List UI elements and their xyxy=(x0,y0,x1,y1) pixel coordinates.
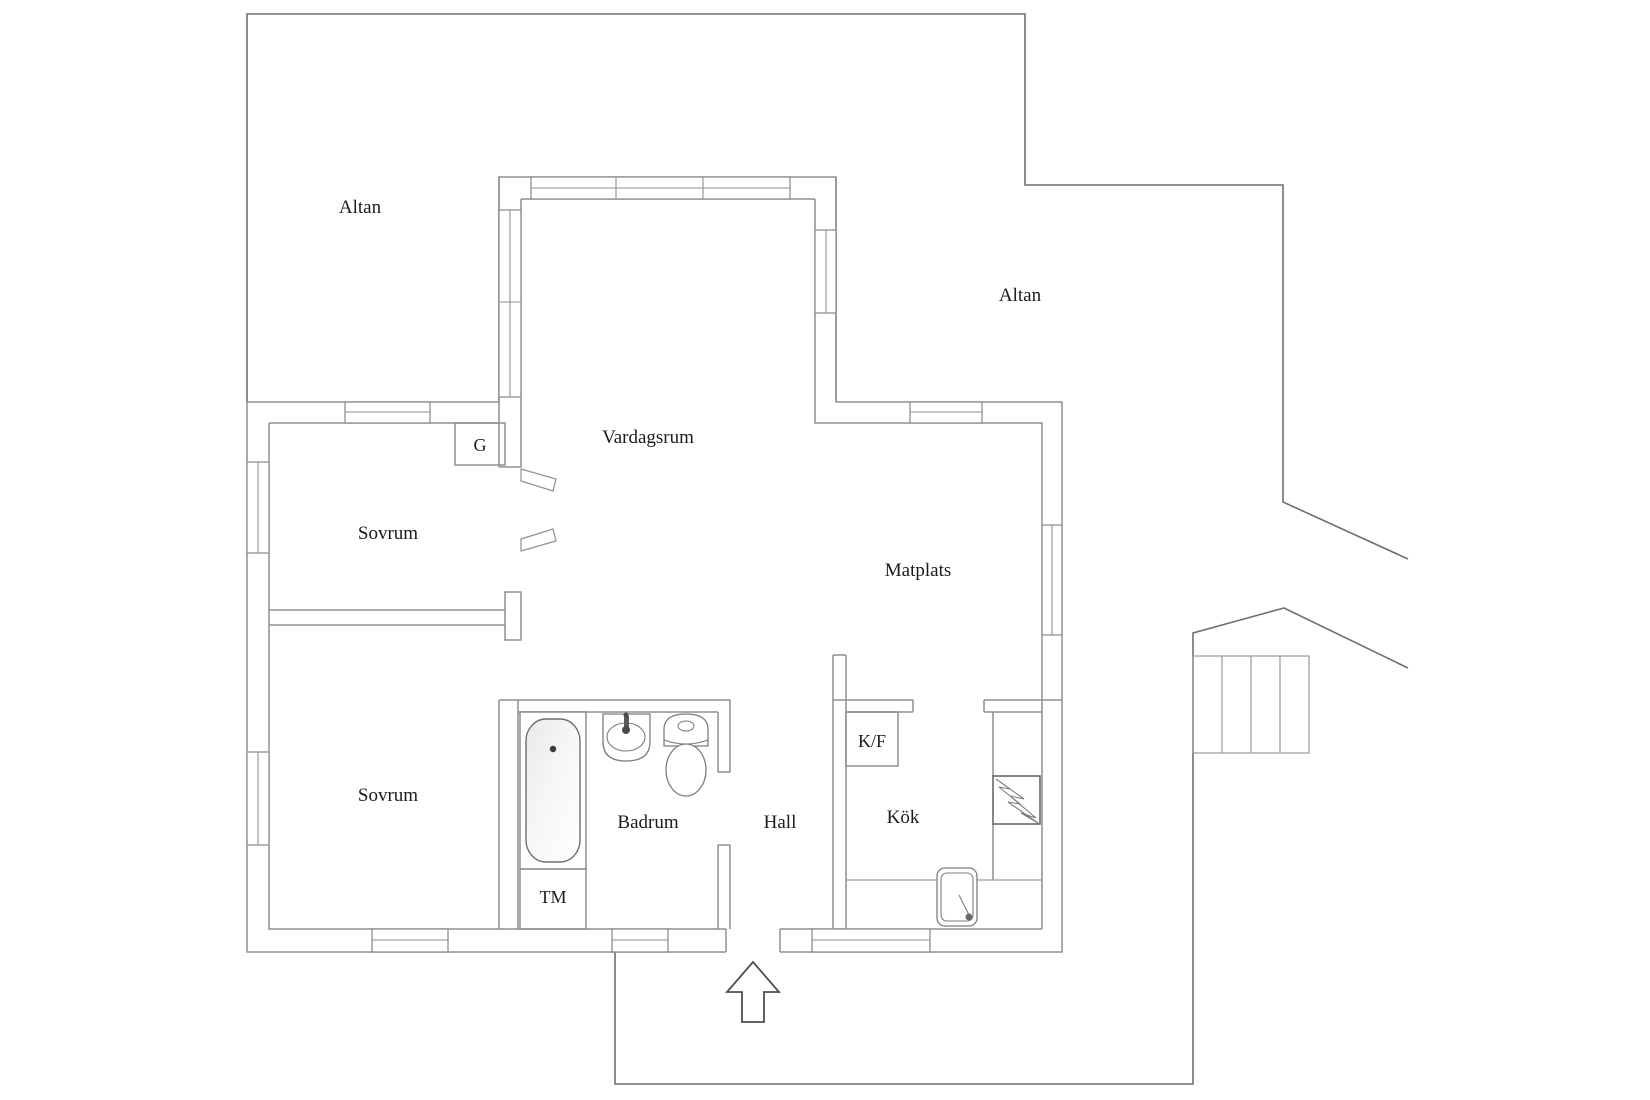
label-altan-right: Altan xyxy=(999,285,1042,306)
label-kok: Kök xyxy=(887,807,920,828)
stairs-icon xyxy=(1192,655,1310,754)
window-vardagsrum-top xyxy=(530,176,791,200)
fixtures xyxy=(454,422,1041,1023)
label-hall: Hall xyxy=(764,812,797,833)
label-badrum: Badrum xyxy=(617,812,678,833)
label-sovrum-upper: Sovrum xyxy=(358,523,418,544)
label-kf: K/F xyxy=(858,731,886,751)
washing-machine-box xyxy=(519,868,587,930)
window-sovrum-lower-left xyxy=(246,751,270,846)
roof-overhang-icon xyxy=(1192,607,1409,669)
fridge-freezer-box xyxy=(845,711,899,767)
window-bottom-kok xyxy=(811,928,931,953)
window-sovrum-top xyxy=(344,401,431,424)
stove-lightning-icon xyxy=(992,775,1041,825)
window-bottom-sovrum xyxy=(371,928,449,953)
label-sovrum-lower: Sovrum xyxy=(358,785,418,806)
window-bottom-badrum xyxy=(611,928,669,953)
label-matplats: Matplats xyxy=(885,560,952,581)
window-vardagsrum-right xyxy=(814,229,837,314)
label-altan-left: Altan xyxy=(339,197,382,218)
label-tm: TM xyxy=(540,887,567,907)
double-door-icon xyxy=(520,468,557,552)
label-g: G xyxy=(474,435,487,455)
window-matplats-right xyxy=(1041,524,1063,636)
window-vardagsrum-left xyxy=(498,209,522,398)
wardrobe-box xyxy=(454,422,506,466)
label-vardagsrum: Vardagsrum xyxy=(602,427,694,448)
window-matplats-top xyxy=(909,401,983,424)
entrance-arrow-icon xyxy=(725,960,781,1023)
bathroom-walls xyxy=(498,699,731,929)
bedroom-divider-wall xyxy=(269,591,522,641)
window-sovrum-upper-left xyxy=(246,461,270,554)
windows xyxy=(246,176,1063,953)
room-labels: Altan Altan Vardagsrum Sovrum Sovrum Mat… xyxy=(339,197,1042,907)
terrace-boundary xyxy=(246,13,1409,1085)
bathtub-icon xyxy=(519,711,587,870)
toilet-icon xyxy=(663,713,709,797)
kitchen-sink-icon xyxy=(936,867,978,927)
washbasin-icon xyxy=(602,712,651,762)
